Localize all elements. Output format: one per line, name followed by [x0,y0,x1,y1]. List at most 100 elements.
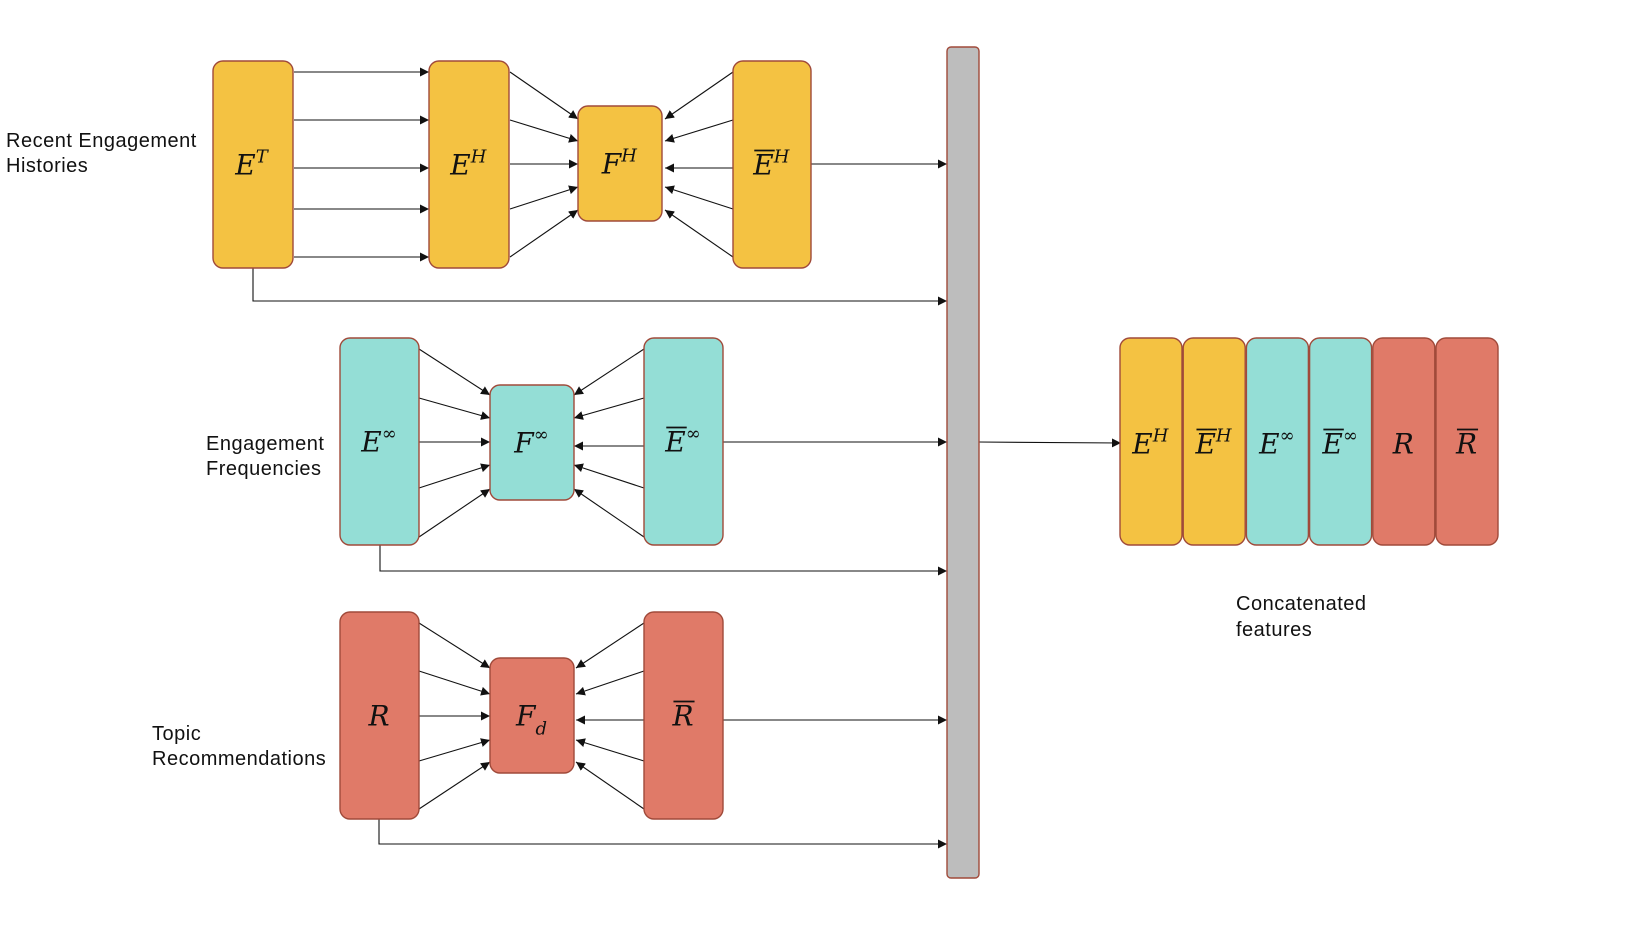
concat-feature-2: E∞ [1245,337,1310,546]
svg-text:R: R [1455,428,1477,461]
concat-feature-3: E∞ [1308,337,1373,546]
node-EbH-sup: H [773,147,790,168]
svg-text:EH: EH [449,147,486,182]
concat-feature-2-sup: ∞ [1280,426,1295,447]
edge-EH-FH-1 [509,119,579,143]
node-Einf-rect [339,337,420,546]
node-Ebinf: E∞ [643,337,724,546]
svg-text:F∞: F∞ [513,425,548,460]
svg-text:E∞: E∞ [664,424,700,459]
edge-EH-FH-3 [509,185,579,210]
node-EbH-rect [732,60,812,269]
edge-R-concat [378,819,947,849]
concat-feature-2-label: E∞ [1258,426,1294,461]
svg-text:R: R [367,700,389,733]
concat-feature-1-symbol: E [1194,428,1215,461]
node-FH-rect [577,105,663,222]
concat-feature-1-rect [1182,337,1246,546]
node-EH-rect [428,60,510,269]
edge-Rb-Fd-0 [575,622,645,669]
concat-feature-0-label: EH [1131,426,1168,461]
concat-feature-5-label: R [1455,428,1479,461]
label-recent-line2: Histories [6,155,88,177]
svg-text:R: R [1392,428,1414,461]
node-Einf: E∞ [339,337,420,546]
label-freq-line1: Engagement [206,433,324,455]
edge-Einf-Finf-3 [418,463,491,489]
node-FH-sup: H [620,146,637,167]
edge-EbH-FH-0 [664,71,734,120]
node-ET-sup: T [256,147,270,168]
node-Finf: F∞ [489,384,575,501]
edge-Ebinf-Finf-4 [573,488,645,538]
edge-R-Fd-4 [418,761,491,810]
concat-feature-3-rect [1308,337,1373,546]
node-ET-label: ET [234,147,269,182]
node-Ebinf-sup: ∞ [686,424,701,445]
edge-Ebinf-Finf-1 [573,397,645,420]
node-Einf-label: E∞ [360,424,396,459]
node-EH: EH [428,60,510,269]
edge-Einf-Finf-4 [418,488,491,538]
node-Finf-sup: ∞ [534,425,549,446]
edge-EH-FH-4 [509,209,579,258]
edge-ET-concat [252,268,947,306]
edge-Einf-Finf-0 [418,348,491,396]
edge-Ebinf-Finf-0 [573,348,645,396]
edge-Rb-Fd-4 [575,761,645,810]
edge-R-Fd-1 [418,670,491,696]
node-Einf-symbol: E [360,426,381,459]
node-EbH-label: EH [752,147,789,182]
concat-feature-5: R [1435,337,1499,546]
svg-text:Fd: Fd [515,700,547,740]
svg-text:EH: EH [1194,426,1231,461]
node-EbH: EH [732,60,812,269]
edge-Einf-Finf-1 [418,397,491,420]
concat-feature-3-sup: ∞ [1343,426,1358,447]
concat-feature-1-label: EH [1194,426,1231,461]
concat-feature-1-sup: H [1215,426,1232,447]
node-FH-symbol: F [601,148,623,181]
svg-text:ET: ET [234,147,269,182]
concat-feature-4-label: R [1392,428,1414,461]
label-topic-line1: Topic [152,723,201,745]
node-ET-rect [212,60,294,269]
concat-feature-2-rect [1245,337,1310,546]
edge-Ebinf-Finf-3 [573,463,645,489]
node-R-rect [339,611,420,820]
node-EH-sup: H [470,147,487,168]
concat-feature-4-symbol: R [1392,428,1414,461]
concat-feature-4: R [1372,337,1436,546]
node-Fd-symbol: F [515,700,537,733]
node-Ebinf-rect [643,337,724,546]
concat-layer [946,46,980,879]
node-R-label: R [367,700,389,733]
svg-text:EH: EH [752,147,789,182]
concat-feature-4-rect [1372,337,1436,546]
node-FH-label: FH [601,146,637,181]
node-R-symbol: R [367,700,389,733]
svg-text:FH: FH [601,146,637,181]
svg-text:E∞: E∞ [360,424,396,459]
label-recent-line1: Recent Engagement [6,130,197,152]
svg-text:E∞: E∞ [1258,426,1294,461]
node-Finf-rect [489,384,575,501]
edge-EH-FH-0 [509,71,579,120]
node-EbH-symbol: E [752,149,773,182]
concat-feature-2-symbol: E [1258,428,1279,461]
node-EH-label: EH [449,147,486,182]
svg-text:R: R [671,700,693,733]
concat-feature-0-rect [1119,337,1183,546]
edge-concat-features [977,438,1122,448]
concat-feature-5-symbol: R [1455,428,1477,461]
concat-feature-5-rect [1435,337,1499,546]
node-Ebinf-symbol: E [664,426,685,459]
concat-feature-0-sup: H [1152,426,1169,447]
label-topic-line2: Recommendations [152,748,326,770]
node-Rb-rect [643,611,724,820]
node-Rb-symbol: R [671,700,693,733]
node-ET-symbol: E [234,149,255,182]
node-Fd-rect [489,657,575,774]
label-concat-line2: features [1236,619,1312,641]
